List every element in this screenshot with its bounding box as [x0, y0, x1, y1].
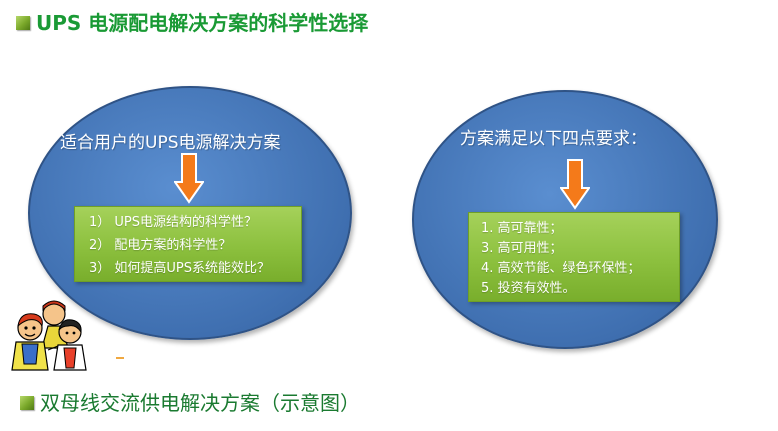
right-requirements-box: 1. 高可靠性； 3. 高可用性； 4. 高效节能、绿色环保性； 5. 投资有效… [468, 212, 680, 302]
list-item: 1. 高可靠性； [481, 221, 563, 236]
list-item: 1） UPS电源结构的科学性？ [89, 215, 258, 230]
right-down-arrow-icon [560, 159, 590, 210]
left-down-arrow-icon [174, 153, 204, 204]
list-item: 3） 如何提高UPS系统能效比？ [89, 261, 271, 276]
list-item: 3. 高可用性； [481, 241, 563, 256]
page-title: UPS 电源配电解决方案的科学性选择 [36, 11, 369, 35]
list-item: 5. 投资有效性。 [481, 281, 576, 296]
cartoon-people-clipart [11, 300, 87, 371]
bullet-square-icon [16, 16, 30, 30]
bullet-square-icon [20, 396, 34, 410]
section-heading: 双母线交流供电解决方案（示意图） [40, 391, 360, 415]
list-item: 2） 配电方案的科学性？ [89, 238, 232, 253]
left-question-box: 1） UPS电源结构的科学性？ 2） 配电方案的科学性？ 3） 如何提高UPS系… [74, 206, 302, 282]
right-panel-title: 方案满足以下四点要求： [460, 129, 647, 149]
orange-dash-mark [116, 357, 124, 359]
left-panel-title: 适合用户的UPS电源解决方案 [60, 133, 281, 153]
list-item: 4. 高效节能、绿色环保性； [481, 261, 641, 276]
